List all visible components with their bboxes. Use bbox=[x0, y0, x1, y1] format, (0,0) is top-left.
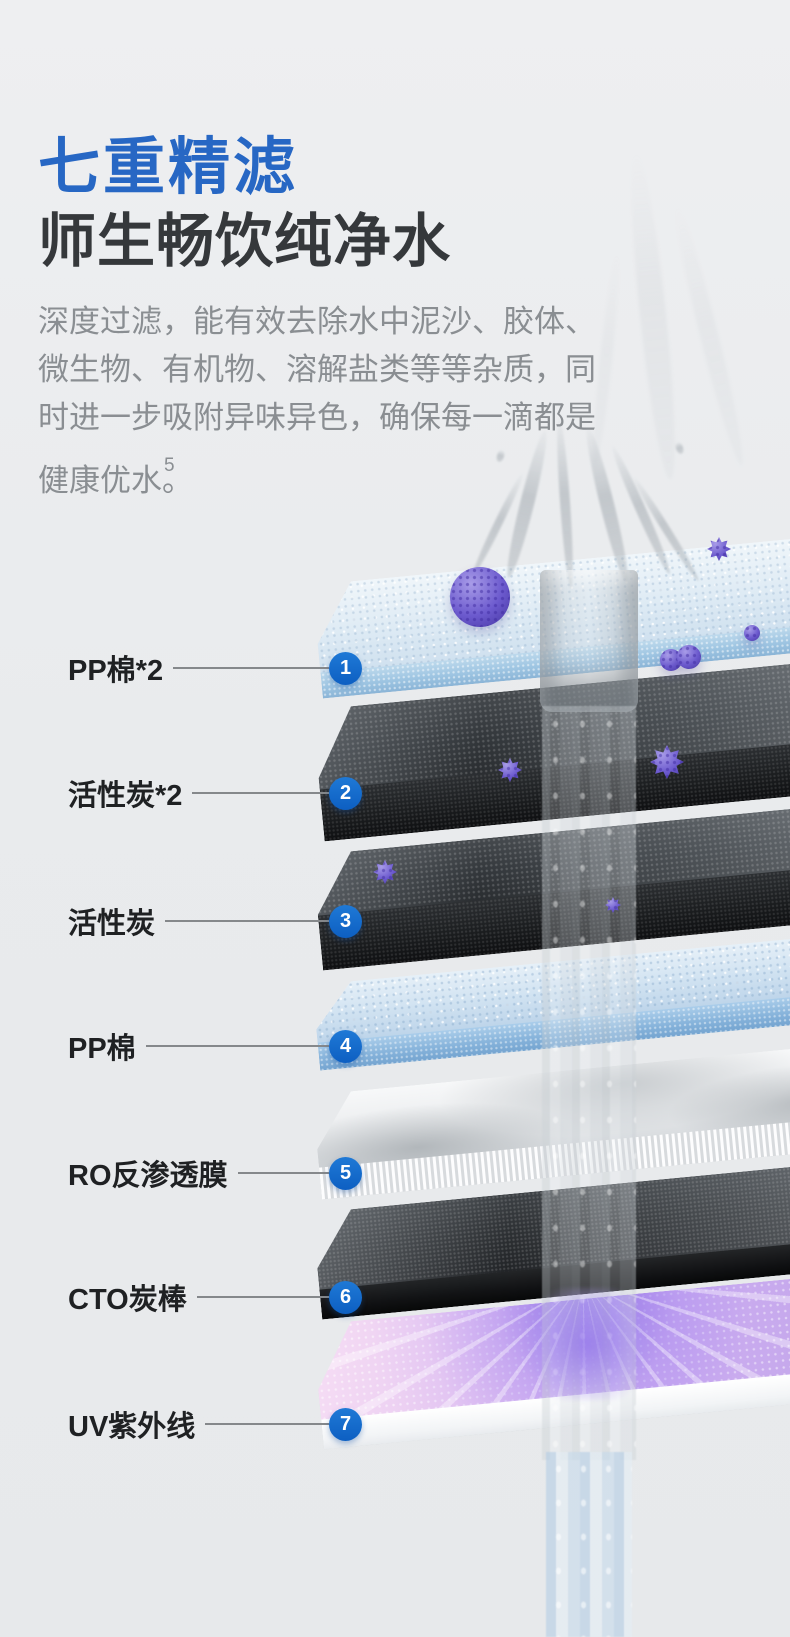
uv-glow bbox=[526, 1288, 650, 1400]
filter-callout-row-1: PP棉*2 1 bbox=[68, 650, 362, 687]
number-badge-1: 1 bbox=[329, 651, 362, 685]
virus-particle bbox=[373, 860, 397, 884]
leader-line bbox=[196, 1296, 329, 1298]
filter-callout-row-7: UV紫外线 7 bbox=[68, 1406, 362, 1443]
virus-particle bbox=[498, 758, 522, 782]
number-badge-2: 2 bbox=[329, 776, 362, 810]
leader-line bbox=[192, 792, 329, 794]
description-line: 健康优水。5 bbox=[38, 442, 686, 505]
virus-particle bbox=[660, 649, 682, 671]
filter-label: CTO炭棒 bbox=[68, 1284, 187, 1316]
virus-particle bbox=[650, 745, 684, 779]
number-badge-5: 5 bbox=[329, 1156, 362, 1190]
leader-line bbox=[173, 667, 329, 669]
filter-label: RO反渗透膜 bbox=[68, 1160, 228, 1192]
filter-label: PP棉*2 bbox=[68, 655, 164, 687]
description-line: 时进一步吸附异味异色，确保每一滴都是 bbox=[38, 400, 596, 435]
number-badge-3: 3 bbox=[329, 904, 362, 938]
number-badge-6: 6 bbox=[329, 1280, 362, 1314]
virus-particle bbox=[677, 645, 701, 669]
page-title: 七重精滤 bbox=[38, 133, 299, 202]
filter-callout-row-6: CTO炭棒 6 bbox=[68, 1279, 362, 1316]
description-line: 微生物、有机物、溶解盐类等等杂质，同 bbox=[38, 352, 596, 387]
description-line: 深度过滤，能有效去除水中泥沙、胶体、 bbox=[38, 304, 596, 339]
description-line-text: 健康优水。 bbox=[38, 463, 193, 498]
leader-line bbox=[145, 1045, 329, 1047]
footnote-marker: 5 bbox=[164, 455, 175, 476]
virus-particle bbox=[450, 567, 510, 627]
water-glass bbox=[540, 570, 638, 712]
purified-water-column bbox=[546, 1452, 632, 1637]
leader-line bbox=[237, 1172, 329, 1174]
filter-label: 活性炭 bbox=[68, 908, 156, 940]
filter-callout-row-4: PP棉 4 bbox=[68, 1028, 362, 1065]
filter-callout-row-3: 活性炭 3 bbox=[68, 903, 362, 940]
description-paragraph: 深度过滤，能有效去除水中泥沙、胶体、 微生物、有机物、溶解盐类等等杂质，同 时进… bbox=[38, 298, 686, 505]
leader-line bbox=[205, 1423, 329, 1425]
filter-callout-row-5: RO反渗透膜 5 bbox=[68, 1155, 362, 1192]
filter-label: PP棉 bbox=[68, 1033, 136, 1065]
number-badge-7: 7 bbox=[329, 1407, 362, 1441]
virus-particle bbox=[605, 897, 621, 913]
filter-label: UV紫外线 bbox=[68, 1411, 196, 1443]
virus-particle bbox=[707, 537, 731, 561]
filter-label: 活性炭*2 bbox=[68, 780, 183, 812]
number-badge-4: 4 bbox=[329, 1029, 362, 1063]
virus-particle bbox=[744, 625, 760, 641]
page-subtitle: 师生畅饮纯净水 bbox=[38, 209, 452, 274]
filter-callout-row-2: 活性炭*2 2 bbox=[68, 775, 362, 812]
leader-line bbox=[165, 920, 329, 922]
